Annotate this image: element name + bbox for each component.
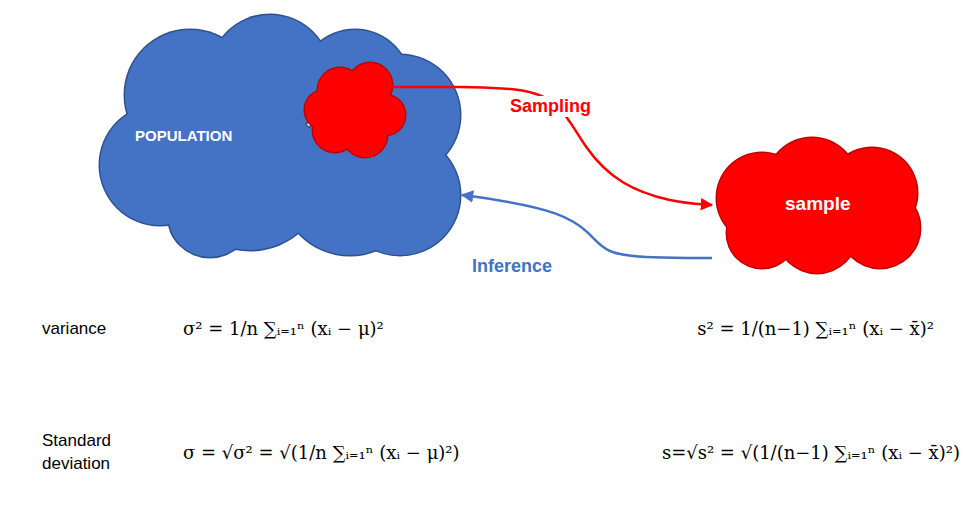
row-label: variance	[42, 318, 132, 341]
cloud-label: sample	[785, 193, 850, 215]
sample-cloud: sample	[712, 138, 924, 273]
cloud-label: POPULATION	[135, 127, 232, 144]
formula: s=√s² = √(1/(n−1) ∑ᵢ₌₁ⁿ (xᵢ − x̄)²)	[662, 442, 960, 463]
population-cloud: POPULATION	[100, 15, 462, 257]
edge-label: Sampling	[508, 96, 593, 117]
sample-subset-cloud	[304, 62, 407, 159]
formula: σ² = 1/n ∑ᵢ₌₁ⁿ (xᵢ − μ)²	[183, 318, 384, 339]
row-label: Standard deviation	[42, 430, 132, 476]
inference-arrow	[462, 87, 712, 205]
inference-arrow	[462, 195, 712, 258]
edge-label: Inference	[470, 256, 554, 277]
sampling-line-start	[390, 86, 462, 89]
formula: σ = √σ² = √(1/n ∑ᵢ₌₁ⁿ (xᵢ − μ)²)	[183, 442, 460, 463]
formula: s² = 1/(n−1) ∑ᵢ₌₁ⁿ (xᵢ − x̄)²	[697, 318, 934, 339]
